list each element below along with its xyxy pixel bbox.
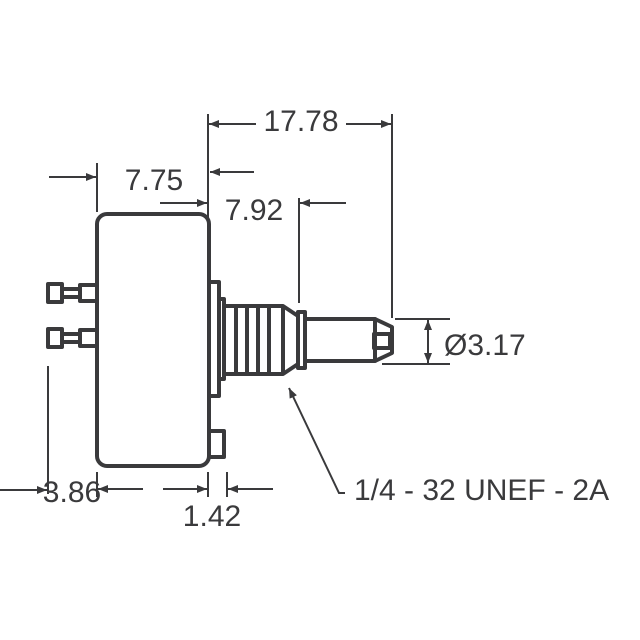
- dim-label-terminal-offset: 3.86: [43, 476, 101, 509]
- dim-bushing-length: 7.92: [160, 194, 346, 303]
- dim-shaft-diameter: Ø3.17: [382, 318, 526, 365]
- shaft: [303, 317, 394, 363]
- dim-label-flange: 1.42: [183, 500, 241, 533]
- dim-label-overall: 17.78: [263, 105, 338, 138]
- dim-overall-length: 17.78: [207, 105, 393, 318]
- dim-terminal-offset: 3.86: [0, 366, 101, 509]
- threaded-bushing: [222, 304, 307, 376]
- terminal-lower: [46, 327, 99, 349]
- thread-callout: 1/4 - 32 UNEF - 2A: [288, 387, 609, 507]
- dim-label-body-depth: 7.75: [125, 164, 183, 197]
- dim-flange-thickness: 1.42: [96, 472, 273, 533]
- dim-label-bushing: 7.92: [225, 194, 283, 227]
- anti-rotation-lug: [207, 429, 226, 459]
- thread-spec-label: 1/4 - 32 UNEF - 2A: [354, 474, 609, 507]
- terminal-upper: [46, 282, 99, 304]
- pot-body: [95, 212, 211, 468]
- dim-label-shaft-diameter: Ø3.17: [444, 329, 526, 362]
- mounting-flange: [207, 280, 226, 398]
- dim-body-depth: 7.75: [49, 163, 254, 212]
